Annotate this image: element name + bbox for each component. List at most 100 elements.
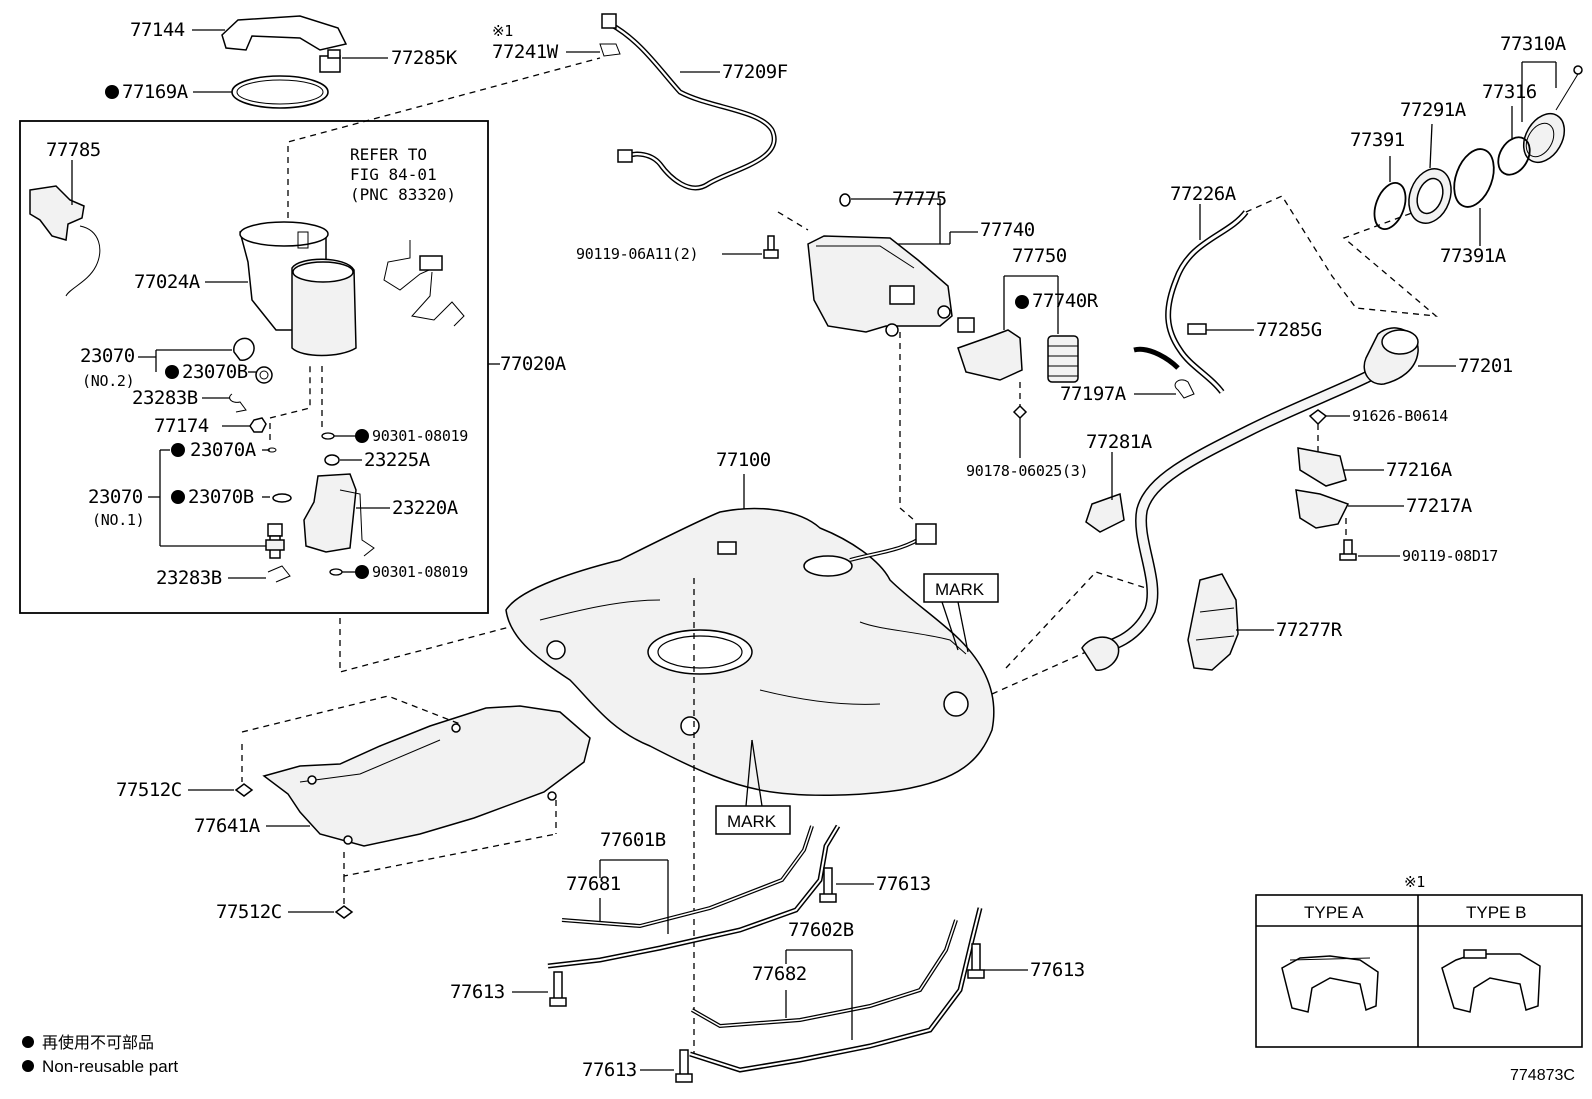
label-77201: 77201: [1458, 355, 1513, 377]
part-77209F-hose[interactable]: [601, 13, 777, 191]
part-77601B-band[interactable]: [547, 824, 841, 969]
type-a-header: TYPE A: [1304, 903, 1364, 922]
part-77785-fuel-sender[interactable]: [29, 185, 101, 297]
part-77740-charcoal-canister[interactable]: [807, 235, 953, 337]
label-90178: 90178-06025(3): [966, 462, 1088, 480]
label-77100: 77100: [716, 449, 771, 471]
label-23070A: 23070A: [190, 439, 257, 461]
label-77613-a: 77613: [450, 981, 505, 1003]
part-23070-filter-no2[interactable]: [233, 337, 273, 384]
label-90301-b: 90301-08019: [372, 563, 468, 581]
refer-note-line2: FIG 84-01: [350, 165, 437, 184]
part-90119-08D17-bolt[interactable]: [1339, 539, 1357, 561]
part-77197A-clamp[interactable]: [1174, 379, 1195, 399]
part-77316-gasket[interactable]: [1492, 132, 1536, 181]
part-77512C-clip-a[interactable]: [234, 783, 254, 797]
clip-type-b-drawing: [1441, 949, 1541, 1013]
legend-line1: 再使用不可部品: [42, 1034, 154, 1052]
part-23220A-fuel-pump[interactable]: [303, 473, 375, 557]
label-77020A: 77020A: [500, 353, 567, 375]
label-77316: 77316: [1482, 81, 1537, 103]
label-77197A: 77197A: [1060, 383, 1127, 405]
label-77169A: 77169A: [122, 81, 189, 103]
part-77602B-band[interactable]: [689, 907, 983, 1073]
part-77226A-breather-tube[interactable]: [1133, 210, 1249, 394]
part-77613-bolt-a[interactable]: [549, 971, 567, 1007]
label-90119-08D17: 90119-08D17: [1402, 547, 1498, 565]
label-77241W-note: ※1: [492, 22, 513, 40]
label-91626: 91626-B0614: [1352, 407, 1448, 425]
type-table: TYPE A TYPE B: [1255, 894, 1583, 1048]
part-fuel-level-sender-ref: [383, 240, 465, 327]
part-23070A-oring[interactable]: [267, 447, 277, 453]
part-77641A-heat-insulator[interactable]: [262, 705, 591, 847]
type-b-header: TYPE B: [1466, 903, 1526, 922]
label-77285K: 77285K: [391, 47, 458, 69]
label-23225A: 23225A: [364, 449, 431, 471]
label-77613-b: 77613: [876, 873, 931, 895]
part-23070B-oring-b[interactable]: [272, 493, 292, 503]
label-77216A: 77216A: [1386, 459, 1453, 481]
label-23070B-a: 23070B: [182, 361, 248, 383]
label-77740R: 77740R: [1032, 290, 1099, 312]
label-77641A: 77641A: [194, 815, 261, 837]
label-77681: 77681: [566, 873, 621, 895]
part-77750-vent-valve[interactable]: [957, 317, 1023, 381]
part-77613-bolt-d[interactable]: [675, 1049, 693, 1083]
part-77681-cushion[interactable]: [561, 825, 814, 929]
mark-callout-upper: MARK: [923, 573, 999, 653]
label-77613-d: 77613: [582, 1059, 637, 1081]
part-tank-vent-hose: [849, 523, 937, 562]
label-77512C-b: 77512C: [216, 901, 282, 923]
part-77613-bolt-b[interactable]: [819, 867, 837, 903]
label-77285G: 77285G: [1256, 319, 1322, 341]
label-23283B-b: 23283B: [156, 567, 222, 589]
part-77100-fuel-tank[interactable]: [505, 507, 995, 796]
label-no1: (NO.1): [92, 511, 144, 529]
label-77241W: 77241W: [492, 41, 559, 63]
part-23070-filter-no1[interactable]: [265, 523, 285, 559]
label-77740: 77740: [980, 219, 1035, 241]
part-77216A-bracket[interactable]: [1297, 447, 1347, 487]
part-77310A-fuel-cap[interactable]: [1515, 65, 1583, 170]
part-91626-B0614-bolt[interactable]: [1308, 409, 1328, 426]
label-23070-no2: 23070: [80, 345, 135, 367]
part-77241W-clip[interactable]: [599, 43, 621, 57]
label-77613-c: 77613: [1030, 959, 1085, 981]
part-77285K-clip[interactable]: [319, 49, 341, 73]
label-77217A: 77217A: [1406, 495, 1473, 517]
label-77391: 77391: [1350, 129, 1405, 151]
part-77024A-pump-assembly[interactable]: [239, 221, 357, 357]
part-90301-oring-b[interactable]: [329, 568, 343, 576]
part-90119-06A11-bolt[interactable]: [763, 235, 779, 259]
part-77740R-filter[interactable]: [1047, 335, 1079, 383]
part-77613-bolt-c[interactable]: [967, 943, 985, 979]
part-90301-oring-a[interactable]: [321, 432, 335, 440]
part-77682-cushion[interactable]: [691, 919, 958, 1029]
label-23283B-a: 23283B: [132, 387, 198, 409]
part-77144-retainer-ring[interactable]: [221, 15, 348, 51]
label-23070B-b: 23070B: [188, 486, 254, 508]
label-77024A: 77024A: [134, 271, 201, 293]
part-77217A-bracket[interactable]: [1295, 489, 1350, 529]
part-77512C-clip-b[interactable]: [334, 905, 354, 919]
label-23070-no1: 23070: [88, 486, 143, 508]
part-23283B-clip-a[interactable]: [229, 393, 247, 413]
part-77174-plug[interactable]: [249, 417, 267, 433]
part-77291A-filler-neck[interactable]: [1402, 163, 1459, 229]
part-77391A-ring[interactable]: [1447, 144, 1501, 213]
part-23283B-clip-b[interactable]: [267, 565, 291, 583]
part-77391-ring[interactable]: [1369, 179, 1412, 234]
part-77285G-clamp[interactable]: [1187, 323, 1207, 335]
label-77310A: 77310A: [1500, 33, 1567, 55]
part-77775-filter-cap[interactable]: [839, 193, 851, 207]
part-77169A-gasket[interactable]: [231, 75, 329, 109]
part-23225A-cushion[interactable]: [324, 454, 340, 466]
part-77201-filler-pipe[interactable]: [1081, 327, 1419, 671]
part-77277R-filler-shield[interactable]: [1187, 573, 1239, 671]
part-77281A-protector[interactable]: [1085, 492, 1125, 533]
label-77602B: 77602B: [788, 919, 854, 941]
label-77682: 77682: [752, 963, 807, 985]
label-77209F: 77209F: [722, 61, 788, 83]
part-90178-06025-grommet[interactable]: [1012, 404, 1028, 420]
